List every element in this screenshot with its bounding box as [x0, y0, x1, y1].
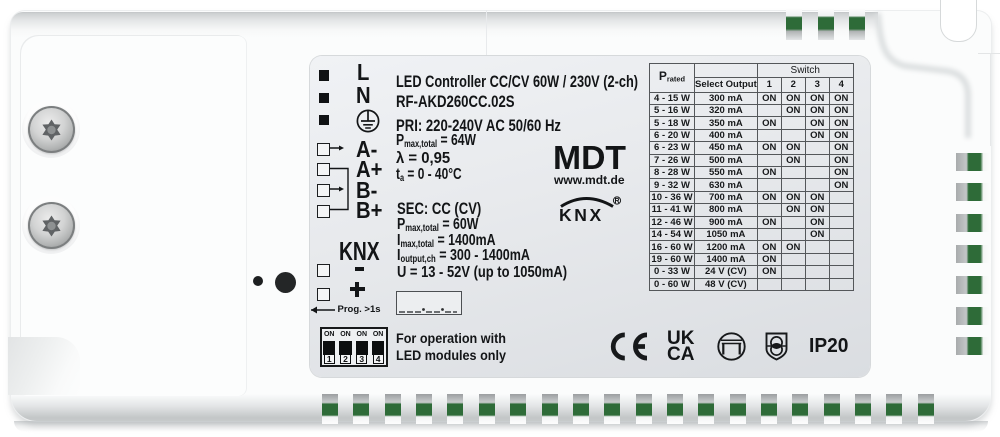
svg-text:KNX: KNX [559, 205, 604, 224]
svg-text:R: R [615, 198, 620, 205]
